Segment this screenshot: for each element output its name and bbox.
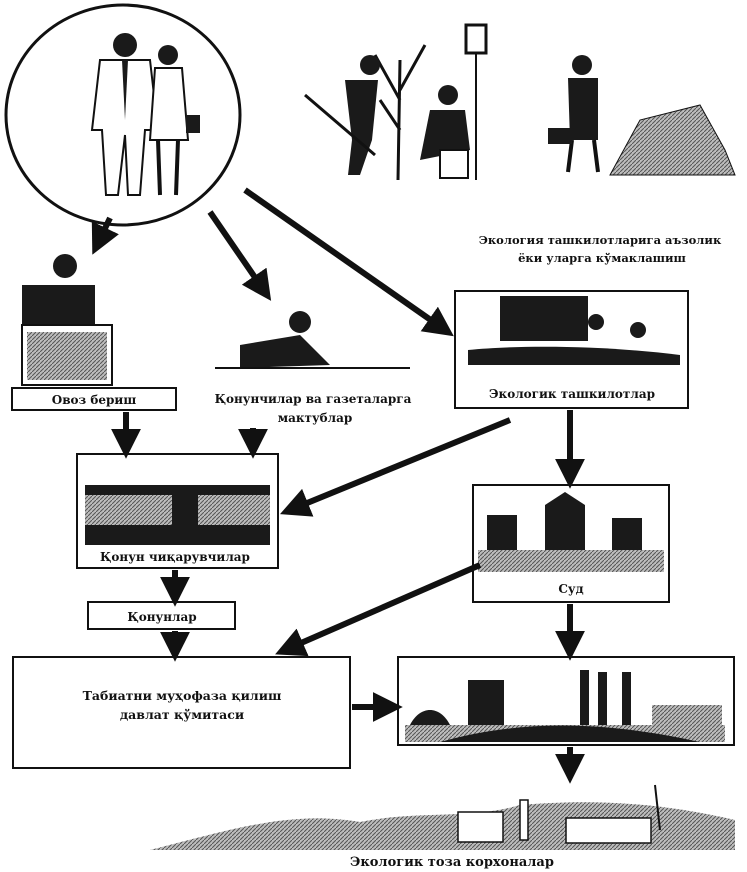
letters-label-line2: мактублар (278, 411, 353, 425)
voting-illustration (21, 254, 113, 386)
membership-heading-line2: ёки уларга кўмаклашиш (518, 251, 686, 265)
parliament-illustration (85, 485, 270, 545)
tree-planting-illustration (304, 23, 736, 181)
factory-illustration (405, 670, 725, 742)
clean-factories-label: Экологик тоза корхоналар (350, 855, 554, 870)
arrow-citizens-to-eco-orgs (243, 187, 454, 337)
eco-organizations-label: Экологик ташкилотлар (489, 387, 655, 401)
eco-organizations-illustration (468, 296, 680, 365)
letter-writer-illustration (215, 311, 410, 369)
state-committee-label-line1: Табиатни муҳофаза қилиш (83, 688, 282, 703)
arrow-court-to-committee (275, 562, 482, 657)
court-illustration (478, 492, 664, 572)
court-label: Суд (558, 582, 583, 596)
state-committee-box (12, 656, 351, 769)
flow-arrows (91, 187, 585, 784)
arrow-citizens-to-letters (207, 210, 272, 301)
clean-factories-illustration (150, 784, 735, 850)
legislators-label: Қонун чиқарувчилар (100, 550, 250, 564)
state-committee-label-line2: давлат қўмитаси (120, 707, 244, 722)
voting-box (11, 387, 177, 411)
letters-label-line1: Қонунчилар ва газеталарга (215, 392, 412, 406)
membership-heading-line1: Экология ташкилотларига аъзолик (479, 233, 722, 247)
arrow-citizens-to-voting (91, 216, 119, 255)
laws-label: Қонунлар (127, 610, 196, 624)
arrow-eco-orgs-to-legislators (280, 417, 512, 517)
voting-label: Овоз бериш (52, 393, 137, 407)
citizens-illustration (4, 3, 242, 227)
